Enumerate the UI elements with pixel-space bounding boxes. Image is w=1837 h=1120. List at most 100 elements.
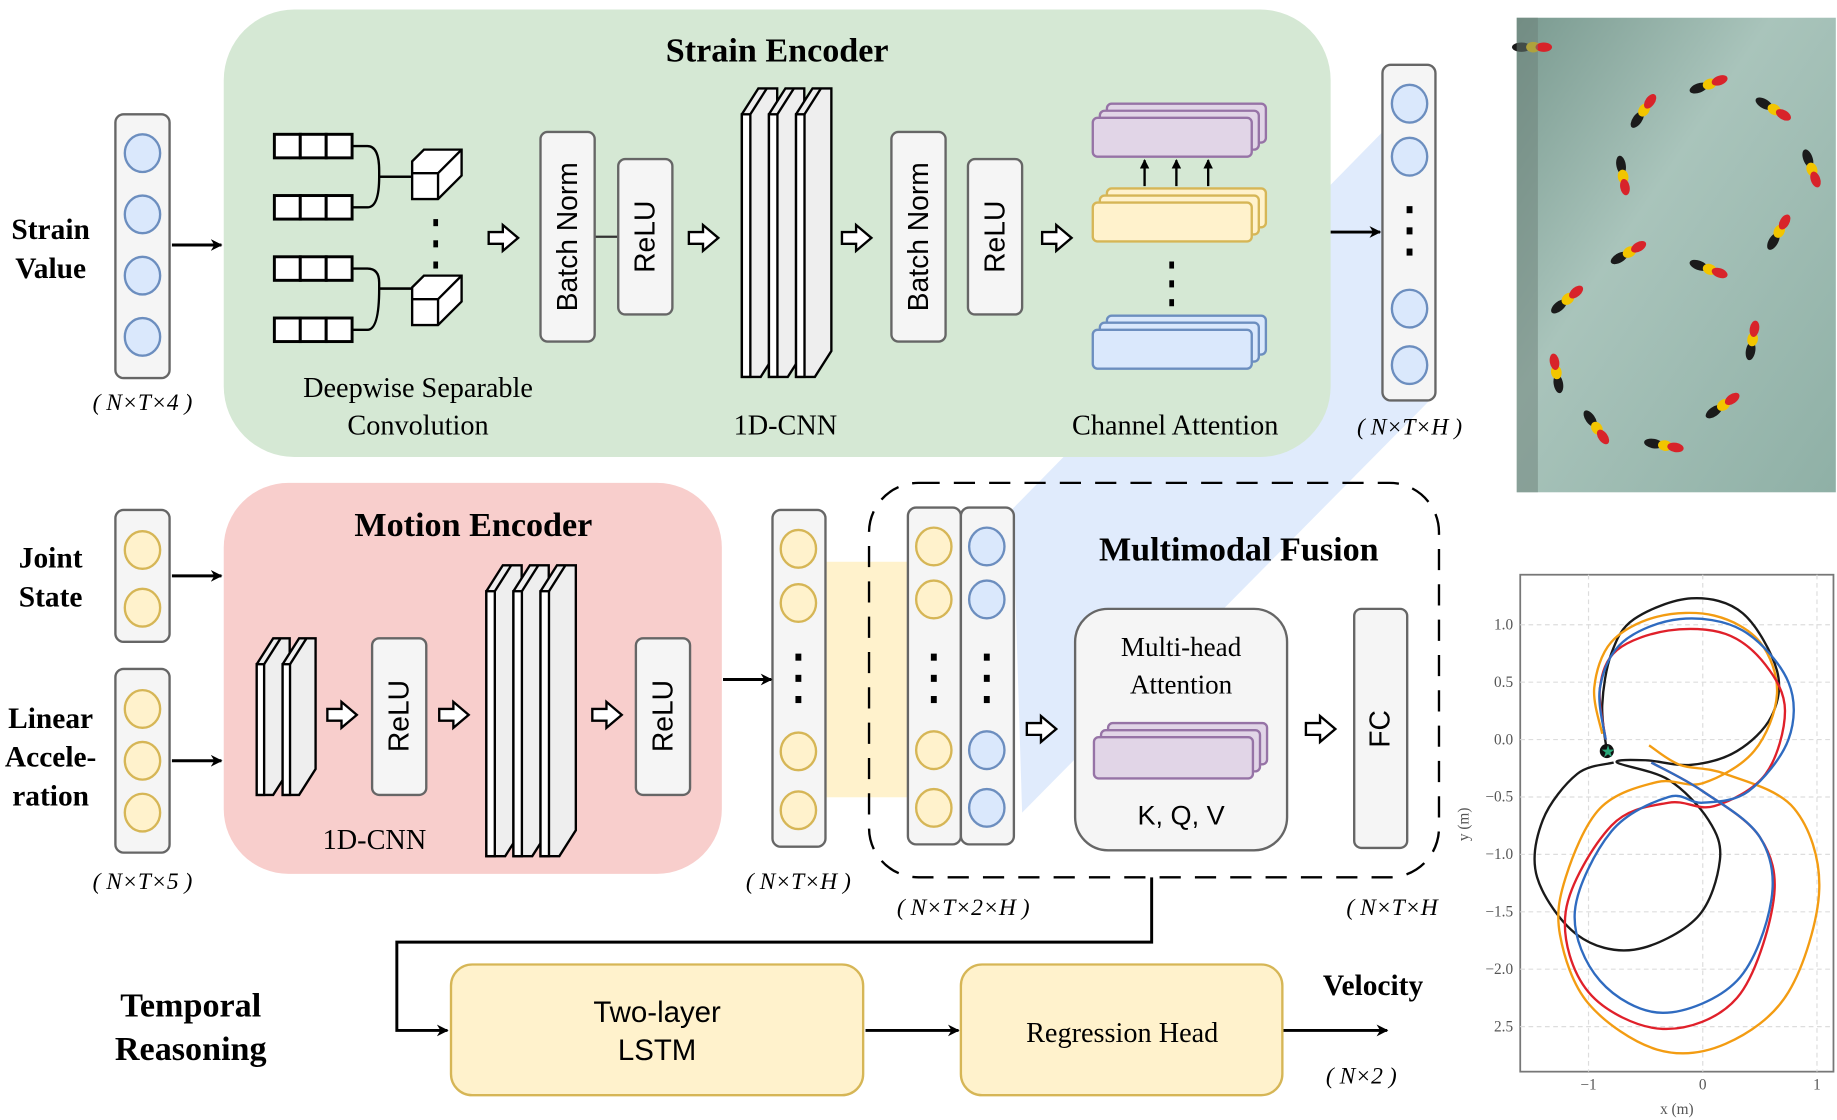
hollow-arrow-icon — [326, 699, 359, 731]
layer-edge — [749, 87, 768, 115]
feature-node — [123, 740, 162, 781]
trajectory-line — [1533, 597, 1781, 952]
layer-edge — [263, 637, 282, 665]
fusion-output-dim: ( N×T×H ) — [1346, 895, 1451, 921]
cnn-layer — [281, 637, 317, 797]
channel-attention-label: Channel Attention — [1072, 411, 1278, 442]
y-tick-label: 2.5 — [1494, 1018, 1513, 1035]
fish-tail — [1620, 178, 1630, 196]
flow-arrows — [326, 222, 1338, 745]
fish-icon — [1549, 353, 1564, 394]
fish-tail — [1644, 94, 1657, 109]
dw-conv-label: Deepwise Separable — [303, 373, 533, 404]
svg-text:Batch Norm: Batch Norm — [551, 162, 583, 311]
motion-encoder-background — [223, 482, 722, 874]
strain-encoder: Strain Encoder Deepwise Separable Convol… — [223, 9, 1331, 457]
layer-face — [740, 113, 752, 379]
lstm-block: Two-layer LSTM — [449, 963, 865, 1097]
svg-text:Multi-head: Multi-head — [1121, 632, 1242, 662]
feature-node — [914, 579, 953, 620]
motion-output-column — [771, 508, 827, 848]
linear-accel-column — [114, 667, 171, 854]
kernel-connector — [352, 287, 413, 331]
fusion-motion-column — [906, 506, 963, 846]
fish-icon — [1745, 320, 1760, 361]
layer-face — [767, 113, 779, 379]
layer-face — [512, 590, 524, 858]
kernel-connector — [352, 267, 413, 290]
hollow-arrow-icon — [487, 222, 520, 254]
kqv-label: K, Q, V — [1137, 799, 1224, 830]
fish-tail — [1535, 42, 1553, 52]
fish-icon — [1551, 285, 1584, 314]
linear-accel-label-2: Accele- — [5, 742, 96, 774]
fish-tail — [1667, 442, 1684, 453]
kernel-connector — [352, 175, 413, 209]
feature-map — [1092, 736, 1255, 780]
velocity-label: Velocity — [1323, 970, 1424, 1002]
motion-encoder: Motion Encoder ReLU ReLU 1D-CNN — [223, 482, 722, 874]
column-frame — [114, 113, 171, 380]
svg-text:Batch Norm: Batch Norm — [902, 162, 934, 311]
kernel-cell — [324, 316, 354, 344]
layer-edge — [493, 564, 513, 592]
feature-node — [779, 731, 818, 772]
feature-node — [914, 787, 953, 828]
channel-attention — [1091, 102, 1268, 370]
batch-norm-block-2: Batch Norm — [890, 130, 947, 343]
kernel-cell — [272, 316, 302, 344]
plot-frame — [1519, 573, 1835, 1073]
trajectory-line — [1573, 617, 1795, 1015]
strain-input-column — [114, 113, 171, 380]
fish-tail — [1631, 240, 1647, 253]
fish-icon — [1689, 75, 1728, 94]
start-point — [1599, 743, 1614, 759]
feature-node — [123, 133, 162, 174]
feature-columns — [114, 63, 1437, 854]
hollow-arrow-icon — [687, 222, 721, 254]
ellipsis-dot — [1169, 280, 1175, 288]
motion-feature-projection — [825, 561, 908, 798]
ellipsis-dot — [983, 653, 990, 661]
linear-accel-label-3: ration — [12, 781, 89, 813]
hollow-arrow-icon — [1025, 713, 1059, 745]
svg-text:ReLU: ReLU — [383, 680, 415, 752]
cnn-layer — [539, 564, 578, 858]
cnn-layers — [255, 564, 578, 858]
fish-tail — [1810, 171, 1821, 188]
feature-map — [1091, 201, 1253, 243]
relu-block: ReLU — [370, 637, 428, 797]
y-tick-label: −2.0 — [1485, 961, 1513, 978]
fusion-strain-column — [959, 506, 1016, 846]
temporal-label: Temporal — [120, 987, 261, 1024]
feature-node — [123, 255, 162, 296]
ellipsis-dot — [1406, 206, 1413, 214]
joint-state-label-2: State — [19, 582, 83, 614]
fish-tail — [1569, 285, 1584, 299]
multimodal-fusion: Multimodal Fusion Multi-head Attention K… — [867, 481, 1441, 879]
cnn-label: 1D-CNN — [734, 411, 838, 442]
kernel-cell — [324, 132, 354, 160]
dw-conv-label-2: Convolution — [347, 411, 488, 442]
kernel-cell — [298, 132, 328, 160]
hollow-arrow-icon — [1304, 713, 1338, 745]
concat-dim: ( N×T×2×H ) — [897, 895, 1030, 921]
feature-node — [779, 582, 818, 623]
joint-state-label: Joint — [19, 543, 83, 575]
layer-edge — [803, 87, 822, 115]
feature-map — [1091, 328, 1253, 370]
kernel-cell — [272, 194, 302, 221]
kernel-cell — [324, 194, 354, 221]
fish-tail — [1711, 75, 1728, 86]
svg-text:Regression Head: Regression Head — [1026, 1018, 1218, 1049]
ellipsis-dot — [795, 696, 802, 704]
motion-input-dim: ( N×T×5 ) — [93, 869, 193, 895]
ellipsis-dot — [1169, 261, 1175, 269]
y-tick-label: 0.0 — [1494, 731, 1513, 748]
cube-edge — [412, 148, 463, 200]
fish-icon — [1689, 259, 1728, 279]
fusion-title: Multimodal Fusion — [1099, 532, 1379, 569]
feature-node — [914, 730, 953, 771]
